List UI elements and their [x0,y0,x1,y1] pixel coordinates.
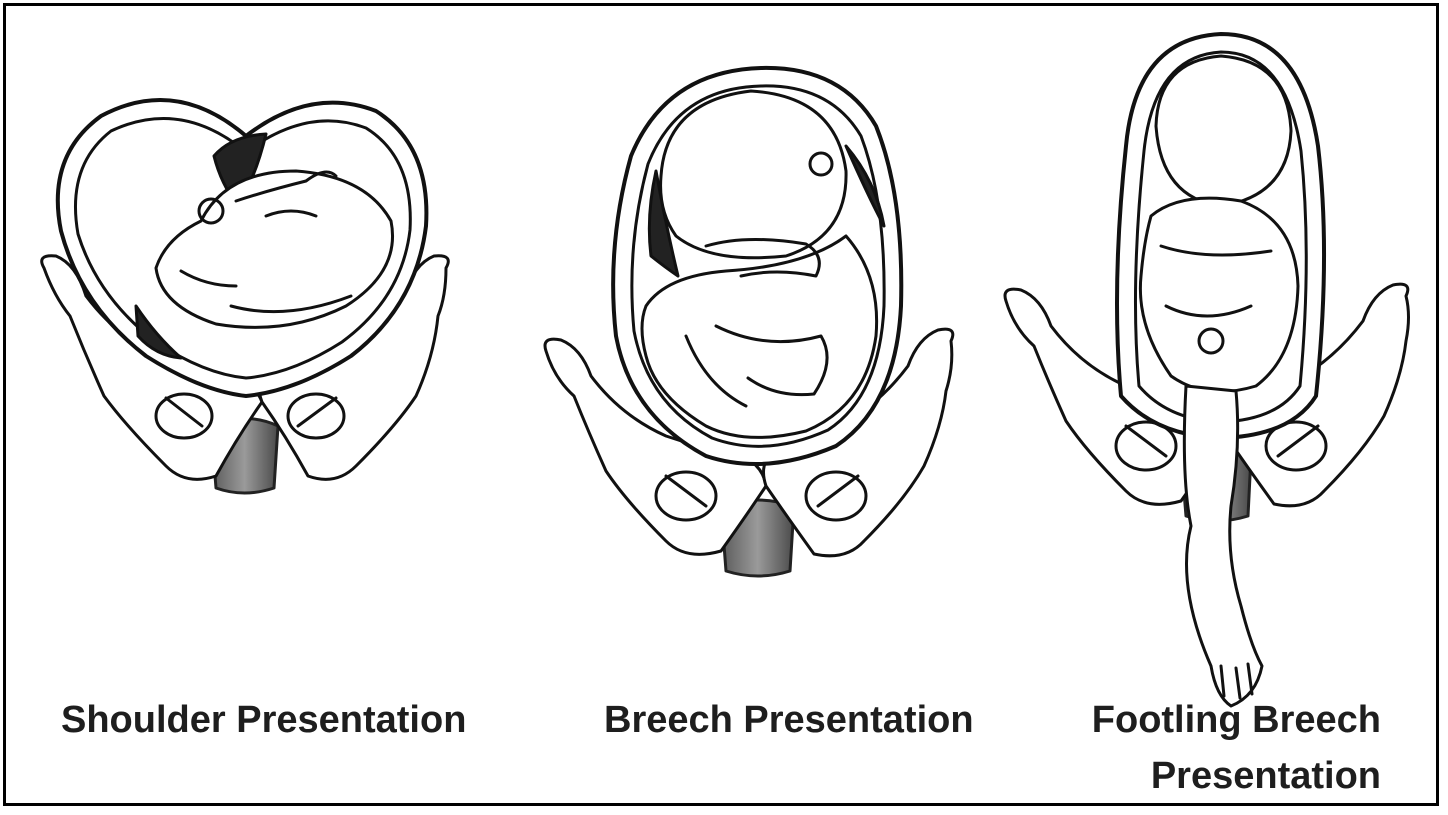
breech-presentation-drawing [545,68,953,576]
caption-line: Presentation [1071,748,1381,804]
caption-footling-breech-presentation: Footling Breech Presentation [1071,692,1381,804]
figure-frame: Shoulder Presentation Breech Presentatio… [3,3,1439,806]
caption-shoulder-presentation: Shoulder Presentation [61,692,466,748]
fetal-body [1140,198,1298,391]
shoulder-presentation-drawing [42,100,449,493]
presentations-illustration [6,6,1442,809]
caption-line: Footling Breech [1071,692,1381,748]
fetal-head [1156,56,1291,206]
caption-breech-presentation: Breech Presentation [604,692,974,748]
footling-breech-drawing [1005,34,1409,706]
